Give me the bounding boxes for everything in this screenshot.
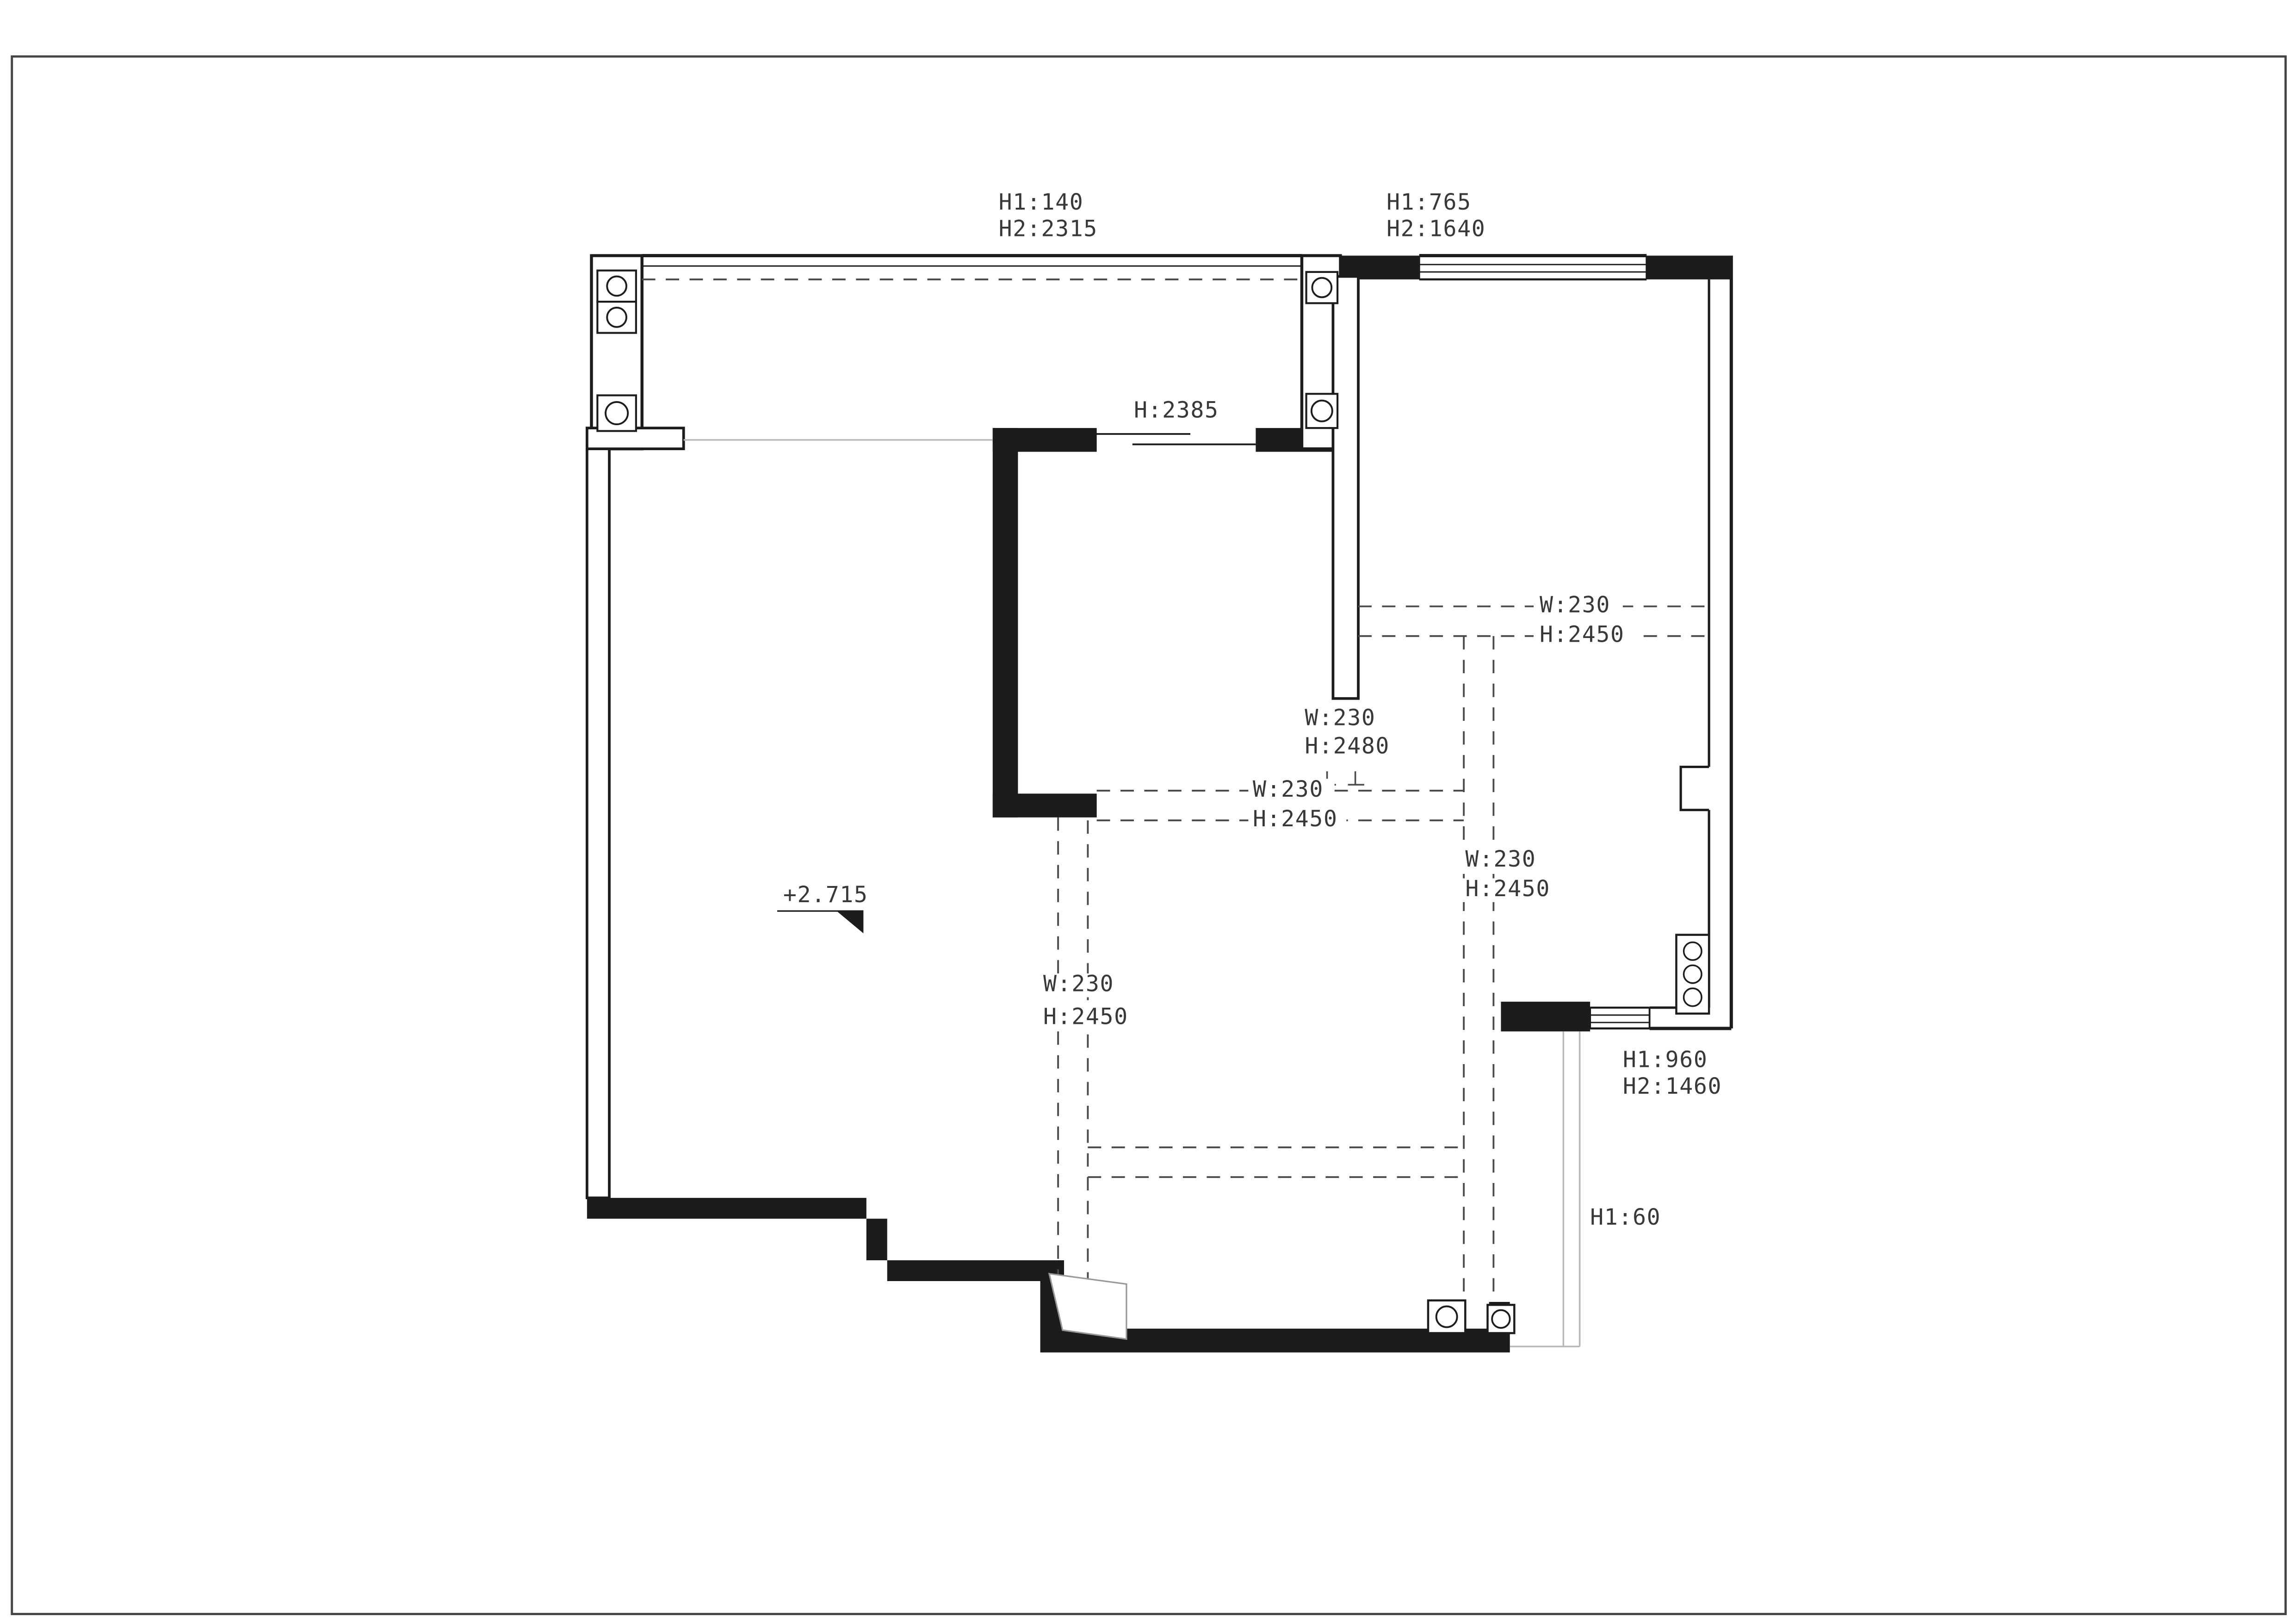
label-top-left-window-h1: H1:140 (999, 189, 1084, 215)
label-top-right-window-h2: H2:1640 (1386, 216, 1485, 242)
construction-lines (1048, 1031, 1581, 1348)
label-bottom-sill-h1: H1:60 (1590, 1204, 1661, 1230)
column-symbol (596, 394, 637, 432)
column-symbol (1427, 1299, 1467, 1334)
label-beam-left-vertical-w: W:230 (1043, 971, 1114, 997)
label-beam-right-horizontal-w: W:230 (1540, 592, 1610, 618)
column-symbols (596, 269, 1710, 1334)
wall-top-right-b (1646, 255, 1732, 279)
sheet-border (11, 55, 2287, 1615)
labels: H1:140 H2:2315 H1:765 H2:1640 H:2385 W:2… (999, 189, 1722, 1230)
label-beam-right-horizontal-h: H:2450 (1540, 622, 1625, 648)
pipe-shaft-symbol (1675, 934, 1710, 1015)
label-center-door-height: H:2385 (1134, 397, 1219, 423)
openings-windows (642, 254, 1651, 1030)
label-top-right-window-h1: H1:765 (1386, 189, 1472, 215)
label-top-left-window-h2: H2:2315 (999, 216, 1098, 242)
elevation-value: +2.715 (783, 882, 868, 908)
beam-dashed-lines (1057, 605, 1709, 1302)
sliding-door (1095, 433, 1256, 446)
column-symbol (596, 301, 637, 334)
column-symbol (1305, 393, 1339, 429)
column-symbol (1305, 271, 1339, 304)
label-beam-center-horizontal-h: H:2450 (1253, 806, 1338, 832)
label-beam-left-vertical-h: H:2450 (1043, 1004, 1128, 1029)
elevation-triangle-icon (836, 911, 864, 934)
wall-bottom-left-step (587, 1198, 1045, 1281)
elevation-marker: +2.715 (777, 882, 868, 934)
label-bottom-right-window-h2: H2:1460 (1623, 1073, 1722, 1099)
door-step-outline (1048, 1273, 1127, 1340)
label-bottom-right-window-h1: H1:960 (1623, 1047, 1708, 1072)
wall-bottom-right-sill-block (1501, 1002, 1590, 1032)
column-symbol (596, 269, 637, 303)
column-symbol (1486, 1304, 1516, 1334)
wall-interior-vertical (1331, 275, 1360, 700)
label-beam-center-upper-h: H:2480 (1305, 733, 1390, 759)
label-beam-right-vertical-h: H:2450 (1465, 876, 1550, 902)
label-beam-center-upper-w: W:230 (1305, 705, 1375, 731)
wall-right-niche (1679, 765, 1709, 812)
window-top-right (1418, 254, 1648, 281)
label-beam-center-horizontal-w: W:230 (1253, 776, 1324, 802)
label-backgrounds (1039, 594, 1635, 1030)
wall-left-perimeter (585, 447, 611, 1200)
wall-centerroom-bottom (992, 793, 1097, 818)
window-bottom-right (1589, 1006, 1651, 1030)
wall-centerroom-left (992, 428, 1018, 818)
label-beam-right-vertical-w: W:230 (1465, 846, 1536, 872)
wall-bottom (1040, 1260, 1510, 1353)
